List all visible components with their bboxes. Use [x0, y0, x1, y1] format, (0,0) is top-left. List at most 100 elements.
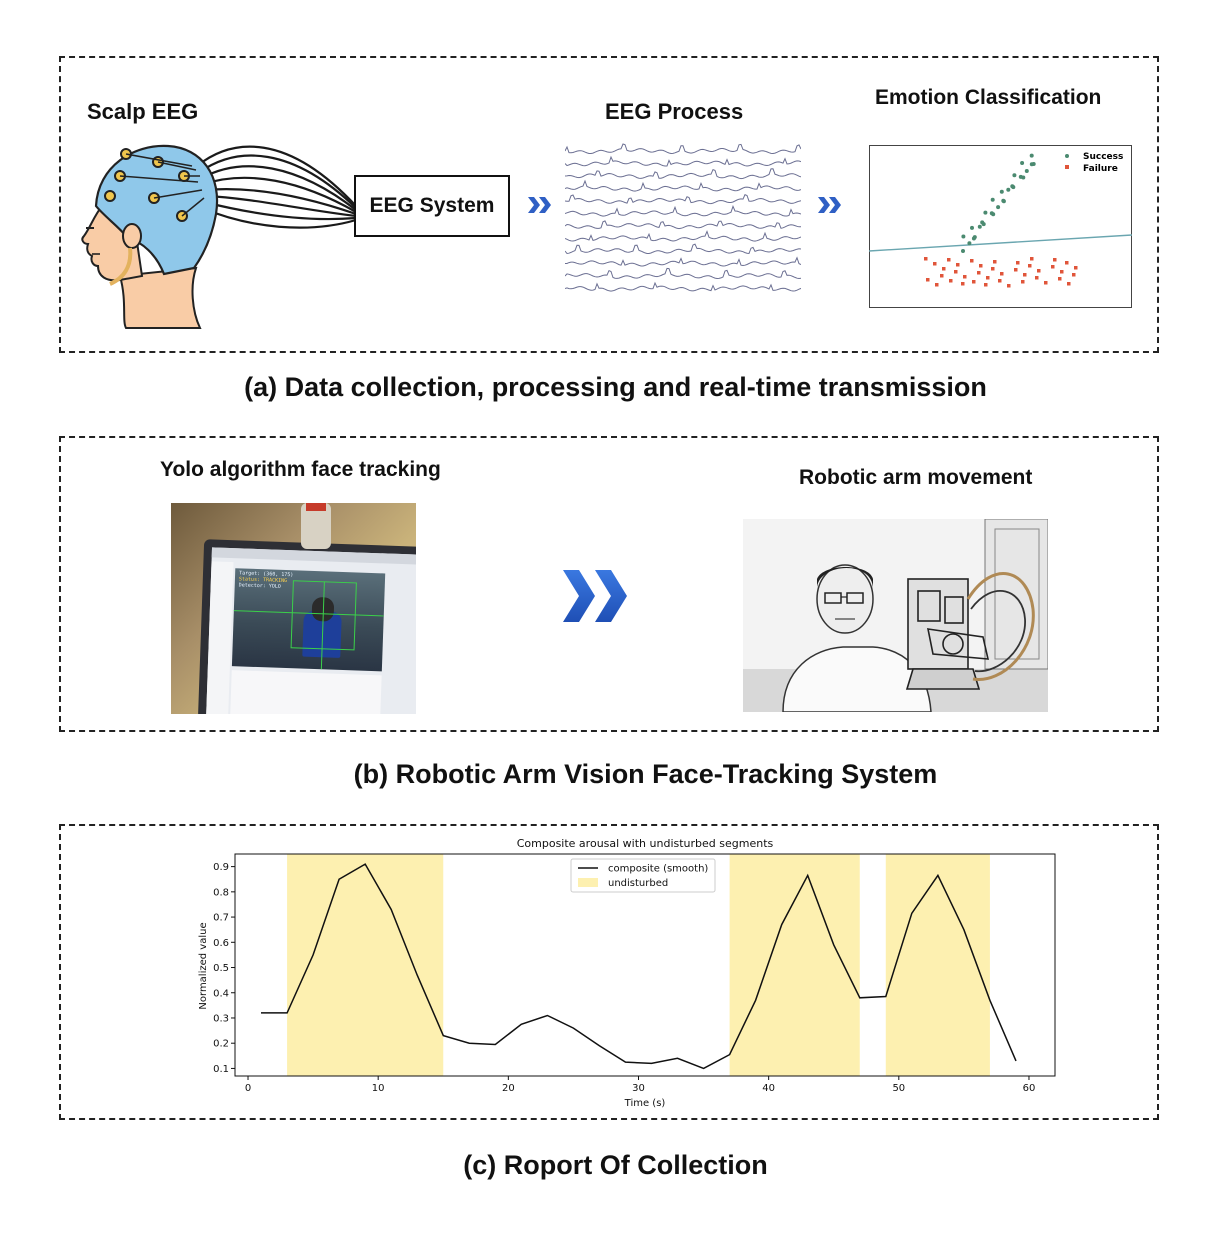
failure-point [979, 264, 983, 268]
failure-point [963, 275, 967, 279]
failure-point [1044, 281, 1048, 285]
undisturbed-segment [287, 854, 444, 1076]
eeg-system-label: EEG System [369, 194, 495, 217]
y-tick-label: 0.4 [213, 988, 229, 999]
robotic-arm-photo [743, 519, 1048, 712]
eeg-trace [565, 267, 801, 280]
eeg-trace [565, 256, 801, 267]
failure-point [933, 262, 937, 266]
x-tick-label: 0 [245, 1083, 251, 1094]
success-point [996, 205, 1001, 210]
failure-point [1037, 269, 1041, 273]
failure-point [1021, 280, 1025, 284]
y-tick-label: 0.8 [213, 887, 229, 898]
failure-point [1000, 272, 1004, 276]
failure-point [961, 282, 965, 286]
failure-point [993, 260, 997, 264]
panel-face-tracking [59, 436, 1159, 732]
failure-point [984, 283, 988, 287]
success-point [1029, 153, 1034, 158]
legend-success: Success [1083, 152, 1123, 162]
eeg-trace [565, 194, 801, 205]
failure-point [942, 267, 946, 271]
success-point [967, 241, 972, 246]
failure-point [1030, 257, 1034, 261]
success-point [1024, 169, 1029, 173]
emotion-classification-label: Emotion Classification [875, 86, 1102, 109]
failure-point [935, 283, 939, 287]
failure-point [940, 274, 944, 278]
failure-point [986, 276, 990, 280]
chevron-right-icon [563, 570, 627, 622]
robotic-arm-label: Robotic arm movement [799, 466, 1033, 489]
success-point [961, 249, 965, 253]
y-tick-label: 0.1 [213, 1064, 229, 1075]
x-axis-label: Time (s) [624, 1098, 666, 1109]
failure-point [970, 259, 974, 263]
failure-point [1016, 261, 1020, 265]
failure-point [1023, 273, 1027, 277]
series-composite-line [261, 863, 1017, 1070]
failure-point [1007, 284, 1011, 288]
success-point [1001, 198, 1006, 203]
y-tick-label: 0.7 [213, 913, 229, 924]
failure-point [1028, 264, 1032, 268]
failure-point [998, 279, 1002, 283]
success-point [972, 235, 977, 240]
chevron-right-icon [818, 197, 841, 213]
eeg-trace [565, 281, 801, 292]
x-tick-label: 60 [1023, 1083, 1036, 1094]
y-tick-label: 0.6 [213, 938, 229, 949]
legend-undisturbed: undisturbed [608, 878, 668, 889]
failure-point [991, 267, 995, 271]
y-axis-label: Normalized value [198, 922, 209, 1009]
failure-point [954, 270, 958, 274]
undisturbed-segment [885, 854, 990, 1076]
chart-legend: composite (smooth) undisturbed [570, 858, 716, 893]
eeg-trace [565, 155, 801, 167]
success-point [1006, 187, 1011, 192]
legend-composite: composite (smooth) [608, 864, 708, 875]
success-point [999, 189, 1004, 194]
chart-title: Composite arousal with undisturbed segme… [517, 837, 774, 850]
failure-point [947, 258, 951, 262]
failure-point [926, 278, 930, 282]
failure-point [1051, 265, 1055, 269]
success-point [990, 197, 995, 202]
eeg-trace [565, 205, 801, 217]
failure-point [1060, 270, 1064, 274]
success-point [977, 224, 982, 229]
eeg-trace [565, 243, 801, 255]
failure-point [1014, 268, 1018, 272]
success-point [1020, 161, 1025, 165]
failure-point [1072, 273, 1076, 277]
success-point [1010, 184, 1015, 189]
success-point [1021, 175, 1026, 180]
failure-point [1058, 277, 1062, 281]
y-tick-label: 0.9 [213, 862, 229, 873]
success-point [961, 234, 966, 239]
failure-point [956, 263, 960, 267]
success-point [991, 212, 996, 217]
undisturbed-segment [729, 854, 860, 1076]
eeg-head-illustration [81, 144, 357, 329]
caption-a: (a) Data collection, processing and real… [244, 372, 987, 402]
classification-scatter: Success Failure [869, 145, 1132, 308]
failure-point [972, 280, 976, 284]
failure-point [1053, 258, 1057, 262]
yolo-tracking-photo: Target: (360, 175) Status: TRACKING Dete… [171, 503, 416, 714]
eeg-system-box: EEG System [354, 175, 510, 237]
legend-failure: Failure [1083, 164, 1118, 174]
caption-c: (c) Roport Of Collection [463, 1150, 768, 1180]
arousal-line-chart: Composite arousal with undisturbed segme… [198, 837, 1056, 1109]
panel-data-collection [59, 56, 1159, 353]
failure-point [1065, 261, 1069, 265]
eeg-trace [565, 179, 801, 192]
eeg-trace [565, 143, 801, 155]
y-tick-label: 0.3 [213, 1013, 229, 1024]
panel-collection-report [59, 824, 1159, 1120]
success-point [1029, 162, 1034, 167]
success-point [983, 210, 988, 215]
x-tick-label: 40 [762, 1083, 775, 1094]
failure-point [924, 257, 928, 261]
